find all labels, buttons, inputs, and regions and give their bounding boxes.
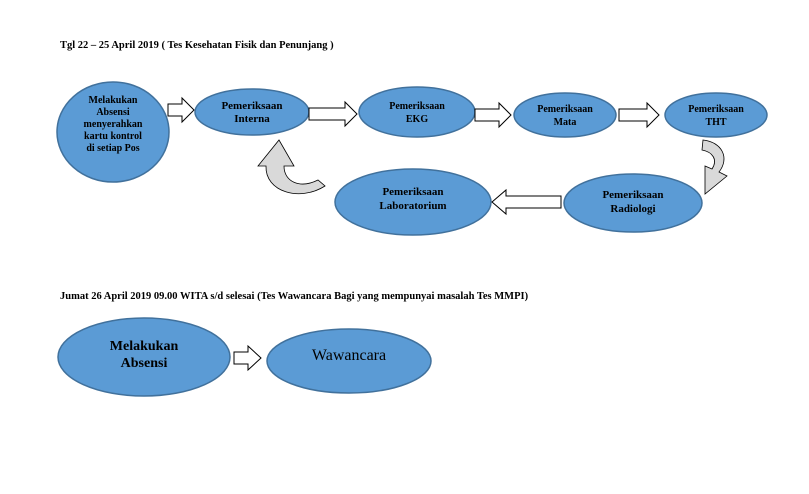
node-label-line: menyerahkan bbox=[84, 119, 143, 130]
arrow-radiologi-to-laboratorium bbox=[491, 188, 562, 216]
node-label-line: Laboratorium bbox=[379, 200, 446, 212]
node-label-line: EKG bbox=[406, 114, 428, 125]
node-wawancara: Wawancara bbox=[266, 328, 432, 394]
node-label-line: Pemeriksaan bbox=[382, 186, 443, 198]
node-label-line: Melakukan bbox=[110, 339, 179, 354]
node-label-line: Pemeriksaan bbox=[221, 100, 282, 112]
node-label-line: Absensi bbox=[96, 107, 130, 118]
section2-title: Jumat 26 April 2019 09.00 WITA s/d seles… bbox=[60, 291, 529, 302]
node-label-line: Pemeriksaan bbox=[389, 101, 445, 112]
node-label-line: Pemeriksaan bbox=[537, 104, 593, 115]
section1-title: Tgl 22 – 25 April 2019 ( Tes Kesehatan F… bbox=[60, 40, 334, 51]
arrow-absensi-to-wawancara bbox=[233, 344, 262, 372]
node-label-line: kartu kontrol bbox=[84, 131, 142, 142]
node-label-line: Melakukan bbox=[89, 95, 138, 106]
node-label-line: di setiap Pos bbox=[86, 143, 139, 154]
arrow-mata-to-tht bbox=[618, 101, 660, 129]
node-label-line: THT bbox=[705, 117, 726, 128]
curved-arrow-tht-to-radiologi bbox=[701, 139, 728, 195]
node-label-line: Wawancara bbox=[312, 347, 386, 364]
node-label-line: Mata bbox=[554, 117, 577, 128]
node-label-line: Pemeriksaan bbox=[602, 189, 663, 201]
arrow-ekg-to-mata bbox=[474, 101, 512, 129]
curved-arrow-laboratorium-to-interna bbox=[257, 139, 326, 195]
node-label-line: Radiologi bbox=[610, 203, 655, 215]
node-label-line: Interna bbox=[234, 113, 270, 125]
node-label-line: Pemeriksaan bbox=[688, 104, 744, 115]
arrow-interna-to-ekg bbox=[308, 100, 358, 128]
node-label-line: Absensi bbox=[121, 356, 168, 371]
node-wawancara-label: Wawancara bbox=[312, 347, 386, 364]
arrow-absensi-to-interna bbox=[167, 96, 195, 124]
